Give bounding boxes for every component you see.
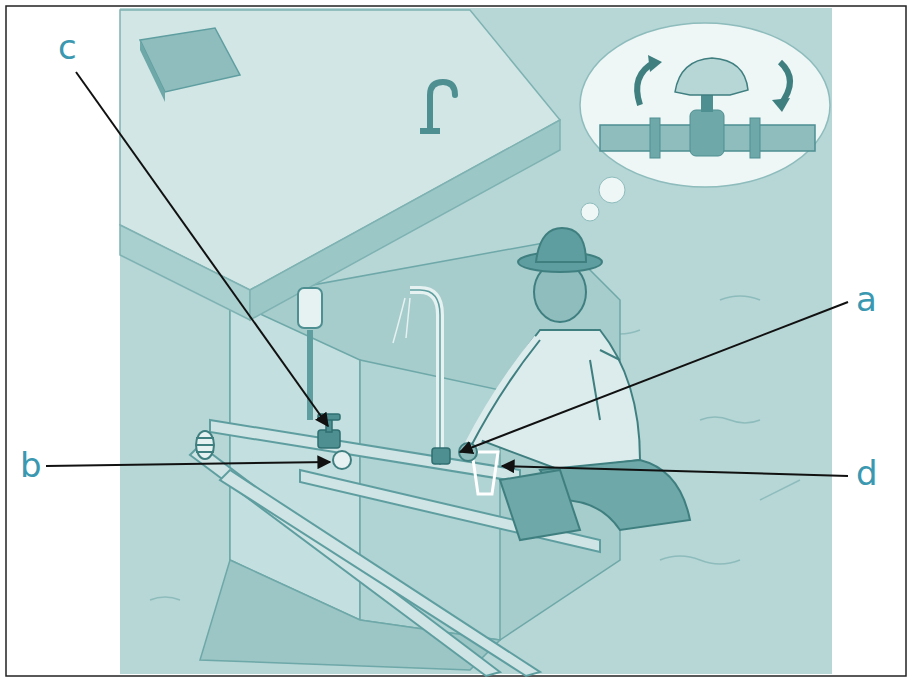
- callout-letter: c: [58, 30, 77, 64]
- callout-letter: b: [20, 448, 42, 482]
- callout-letter: d: [856, 456, 878, 490]
- callout-letter: a: [856, 282, 877, 316]
- leader-lines: [46, 72, 848, 476]
